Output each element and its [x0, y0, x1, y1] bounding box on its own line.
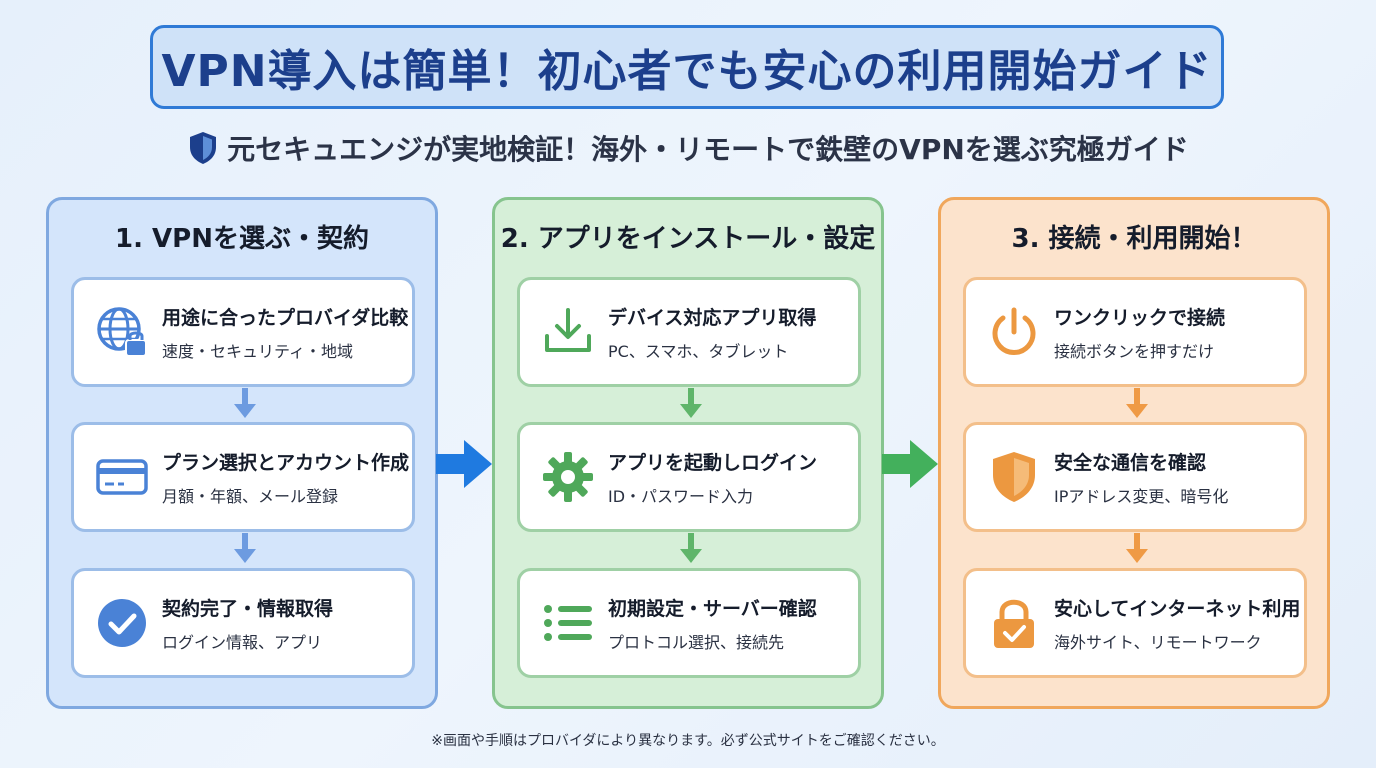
card-subtitle: 月額・年額、メール登録: [162, 486, 339, 506]
step-3-card-2: 安全な通信を確認 IPアドレス変更、暗号化: [963, 422, 1307, 532]
power-icon: [984, 302, 1044, 362]
card-subtitle: ログイン情報、アプリ: [162, 632, 323, 652]
step-2-card-1: デバイス対応アプリ取得 PC、スマホ、タブレット: [517, 277, 861, 387]
step-1-panel: 1. VPNを選ぶ・契約 用途に合ったプロバイダ比較 速度・セキュリティ・地域: [46, 197, 438, 709]
step-2-header: 2. アプリをインストール・設定: [500, 224, 876, 254]
step-3-card-3: 安心してインターネット利用 海外サイト、リモートワーク: [963, 568, 1307, 678]
card-subtitle: IPアドレス変更、暗号化: [1054, 486, 1229, 506]
step-1-card-2: プラン選択とアカウント作成 月額・年額、メール登録: [71, 422, 415, 532]
down-arrow-icon: [1126, 388, 1148, 418]
padlock-icon: [984, 593, 1044, 653]
card-title: プラン選択とアカウント作成: [162, 451, 410, 474]
title-banner: VPN導入は簡単！初心者でも安心の利用開始ガイド: [150, 25, 1224, 109]
card-subtitle: 接続ボタンを押すだけ: [1054, 341, 1215, 361]
card-title: アプリを起動しログイン: [608, 451, 818, 474]
gear-icon: [538, 447, 598, 507]
card-title: 安心してインターネット利用: [1054, 597, 1301, 620]
step-3-card-1: ワンクリックで接続 接続ボタンを押すだけ: [963, 277, 1307, 387]
down-arrow-icon: [1126, 533, 1148, 563]
right-arrow-icon: [882, 440, 938, 488]
down-arrow-icon: [234, 533, 256, 563]
step-2-card-2: アプリを起動しログイン ID・パスワード入力: [517, 422, 861, 532]
card-title: 契約完了・情報取得: [162, 597, 334, 620]
list-icon: [538, 593, 598, 653]
step-1-header: 1. VPNを選ぶ・契約: [115, 224, 369, 254]
download-icon: [538, 302, 598, 362]
card-title: 初期設定・サーバー確認: [608, 597, 817, 620]
step-2-panel: 2. アプリをインストール・設定 デバイス対応アプリ取得 PC、スマホ、タブレッ…: [492, 197, 884, 709]
step-1-card-3: 契約完了・情報取得 ログイン情報、アプリ: [71, 568, 415, 678]
shield-icon: [984, 447, 1044, 507]
card-title: デバイス対応アプリ取得: [608, 306, 817, 329]
footnote: ※画面や手順はプロバイダにより異なります。必ず公式サイトをご確認ください。: [431, 733, 945, 749]
card-title: 用途に合ったプロバイダ比較: [162, 306, 409, 329]
step-2-card-3: 初期設定・サーバー確認 プロトコル選択、接続先: [517, 568, 861, 678]
step-3-header: 3. 接続・利用開始！: [1011, 224, 1257, 254]
card-title: 安全な通信を確認: [1054, 451, 1207, 474]
card-subtitle: PC、スマホ、タブレット: [608, 341, 789, 361]
card-subtitle: ID・パスワード入力: [608, 486, 754, 506]
subtitle-text: 元セキュエンジが実地検証！海外・リモートで鉄壁のVPNを選ぶ究極ガイド: [227, 133, 1189, 166]
shield-icon: [187, 130, 219, 166]
step-1-card-1: 用途に合ったプロバイダ比較 速度・セキュリティ・地域: [71, 277, 415, 387]
subtitle-row: 元セキュエンジが実地検証！海外・リモートで鉄壁のVPNを選ぶ究極ガイド: [0, 126, 1376, 170]
credit-card-icon: [92, 447, 152, 507]
down-arrow-icon: [234, 388, 256, 418]
card-subtitle: 海外サイト、リモートワーク: [1054, 632, 1262, 652]
card-title: ワンクリックで接続: [1054, 306, 1226, 329]
right-arrow-icon: [436, 440, 492, 488]
page-title: VPN導入は簡単！初心者でも安心の利用開始ガイド: [161, 46, 1213, 97]
down-arrow-icon: [680, 533, 702, 563]
step-3-panel: 3. 接続・利用開始！ ワンクリックで接続 接続ボタンを押すだけ 安全な通信を確…: [938, 197, 1330, 709]
check-circle-icon: [92, 593, 152, 653]
down-arrow-icon: [680, 388, 702, 418]
globe-lock-icon: [92, 302, 152, 362]
card-subtitle: プロトコル選択、接続先: [608, 632, 785, 652]
card-subtitle: 速度・セキュリティ・地域: [162, 341, 354, 361]
